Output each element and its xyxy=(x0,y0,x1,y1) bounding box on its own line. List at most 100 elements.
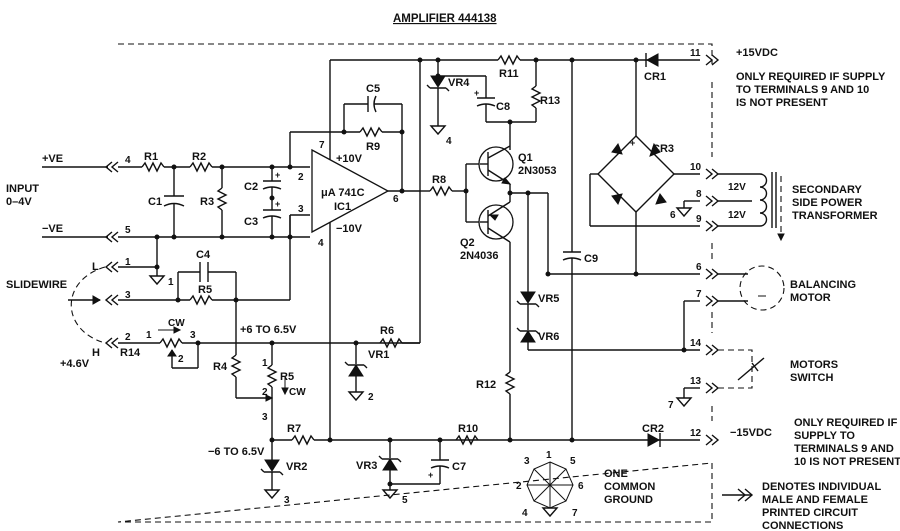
cr3-bridge xyxy=(589,57,700,277)
terminal-3-label: 3 xyxy=(125,290,131,301)
ground-2-label: 2 xyxy=(368,392,374,403)
neg-15vdc-label: −15VDC xyxy=(730,427,772,439)
c4-label: C4 xyxy=(196,249,211,261)
terminal-5-label: 5 xyxy=(125,225,131,236)
pos-15vdc-label: +15VDC xyxy=(736,47,778,59)
c7-label: C7 xyxy=(452,461,466,473)
transformer-secondary xyxy=(718,172,785,242)
pos-ref-label: +6 TO 6.5V xyxy=(240,324,297,336)
ic-name-label: IC1 xyxy=(334,201,351,213)
common-node-3: 3 xyxy=(524,456,530,467)
legend-line1: DENOTES INDIVIDUAL xyxy=(762,481,881,493)
terminal-7-label: 7 xyxy=(696,289,702,300)
c8-plus: + xyxy=(474,88,479,98)
terminal-14-label: 14 xyxy=(690,338,702,349)
c4-r5-network xyxy=(118,215,293,306)
note-bottom-line1: ONLY REQUIRED IF xyxy=(794,417,898,429)
legend-line4: CONNECTIONS xyxy=(762,520,843,531)
common-ground-label-1: ONE xyxy=(604,468,628,480)
r12-label: R12 xyxy=(476,379,496,391)
ic1-opamp xyxy=(311,59,420,440)
terminal-11-label: 11 xyxy=(690,48,701,59)
q1-type-label: 2N3053 xyxy=(518,165,557,177)
q2-type-label: 2N4036 xyxy=(460,250,499,262)
diagram-title: AMPLIFIER 444138 xyxy=(393,13,497,25)
vr6-label: VR6 xyxy=(538,331,559,343)
note-top-line3: IS NOT PRESENT xyxy=(736,97,828,109)
cr2-diode xyxy=(640,433,700,447)
h-voltage-label: +4.6V xyxy=(60,358,90,370)
ground-3-label: 3 xyxy=(284,495,290,506)
terminal-12-label: 12 xyxy=(690,428,702,439)
common-ground-label-3: GROUND xyxy=(604,494,653,506)
r14-cw-label: CW xyxy=(168,318,185,329)
note-top-line1: ONLY REQUIRED IF SUPPLY xyxy=(736,71,886,83)
cr3-plus: + xyxy=(630,138,635,148)
c3-plus: + xyxy=(275,199,280,209)
slidewire-l-wiring xyxy=(118,237,166,286)
ic-type-label: μA 741C xyxy=(321,187,365,199)
common-node-7: 7 xyxy=(572,508,578,519)
r14-label: R14 xyxy=(120,347,141,359)
input-pve-label: +VE xyxy=(42,153,63,165)
ground-6-symbol xyxy=(675,200,700,218)
vr4-label: VR4 xyxy=(448,77,470,89)
common-node-4: 1 xyxy=(546,450,552,461)
cr1-label: CR1 xyxy=(644,71,666,83)
r8-label: R8 xyxy=(432,174,446,186)
terminal-8-label: 8 xyxy=(696,189,702,200)
switch-terminals-wiring xyxy=(675,300,700,408)
r14-pin1-label: 1 xyxy=(146,330,152,341)
transformer-12v-bottom: 12V xyxy=(728,210,746,221)
slidewire-label: SLIDEWIRE xyxy=(6,279,67,291)
c3-label: C3 xyxy=(244,216,258,228)
common-node-5: 5 xyxy=(570,456,576,467)
slidewire-h-label: H xyxy=(92,347,100,359)
cr2-label: CR2 xyxy=(642,423,664,435)
opamp-pin3-label: 3 xyxy=(298,204,304,215)
cr3-label: CR3 xyxy=(652,143,674,155)
legend-line2: MALE AND FEMALE xyxy=(762,494,868,506)
r9-label: R9 xyxy=(366,141,380,153)
ground-7-label: 7 xyxy=(668,400,674,411)
r13-label: R13 xyxy=(540,95,560,107)
bottom-rail-wiring xyxy=(378,434,479,500)
opamp-pos-supply: +10V xyxy=(336,153,363,165)
input-nve-label: −VE xyxy=(42,223,63,235)
common-ground-star xyxy=(526,461,574,518)
vr2-label: VR2 xyxy=(286,461,307,473)
c1-label: C1 xyxy=(148,196,162,208)
r11-label: R11 xyxy=(499,68,519,80)
note-bottom-line3: TERMINALS 9 AND xyxy=(794,443,894,455)
r3-label: R3 xyxy=(200,196,214,208)
terminal-9-label: 9 xyxy=(696,214,702,225)
slidewire-arc xyxy=(70,266,106,344)
transformer-label-3: TRANSFORMER xyxy=(792,210,878,222)
slidewire-arrowhead xyxy=(92,295,102,305)
note-bottom-line2: SUPPLY TO xyxy=(794,430,855,442)
switch-label-1: MOTORS xyxy=(790,359,838,371)
terminal-1-label: 1 xyxy=(125,257,131,268)
vr3-label: VR3 xyxy=(356,460,377,472)
r5-cw-label: CW xyxy=(289,387,306,398)
r14-wiring xyxy=(118,326,420,369)
connector-legend-symbol xyxy=(722,488,754,502)
motor-label-2: MOTOR xyxy=(790,292,831,304)
neg-ref-label: −6 TO 6.5V xyxy=(208,446,265,458)
transformer-label-2: SIDE POWER xyxy=(792,197,862,209)
r4-r5-pot xyxy=(230,300,289,440)
transformer-label-1: SECONDARY xyxy=(792,184,863,196)
terminal-2-label: 2 xyxy=(125,332,131,343)
ground-4-label: 4 xyxy=(446,136,452,147)
r6-label: R6 xyxy=(380,325,394,337)
r5-pin3-label: 3 xyxy=(262,412,268,423)
c2-label: C2 xyxy=(244,181,258,193)
slidewire-l-label: L xyxy=(92,261,99,273)
common-node-1: 4 xyxy=(522,508,528,519)
input-label: INPUT xyxy=(6,183,39,195)
q1-label: Q1 xyxy=(518,152,533,164)
c5-label: C5 xyxy=(366,83,380,95)
ground-6-label: 6 xyxy=(670,210,676,221)
top-supply-section xyxy=(420,54,700,150)
